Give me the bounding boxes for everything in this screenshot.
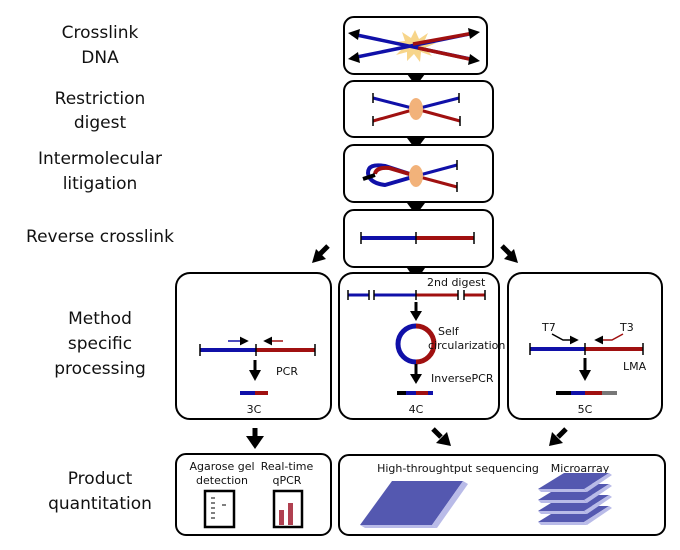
- stage-restriction-line2: digest: [74, 113, 127, 133]
- reverse-crosslink-box: [343, 209, 494, 268]
- method-5c-box: T7 T3 LMA 5C: [507, 272, 663, 420]
- red-strand-b: [412, 31, 475, 46]
- t3-primer-arrow: [594, 333, 624, 345]
- t7-label: T7: [541, 321, 556, 334]
- t7-primer-arrow: [551, 333, 579, 345]
- microarray-stack-icon: [538, 473, 612, 525]
- method-4c-label: 4C: [409, 403, 424, 416]
- protein-blob: [409, 98, 423, 120]
- branch-arrows: [312, 244, 518, 281]
- ligation-box: [343, 144, 494, 203]
- microarray-label: Microarray: [551, 462, 610, 475]
- circularization-label: circularization: [428, 339, 505, 352]
- pcr-label: PCR: [276, 365, 298, 378]
- self-label: Self: [438, 325, 460, 338]
- crosslink-box: [343, 16, 488, 75]
- method-3c-label: 3C: [247, 403, 262, 416]
- stage-restriction-line1: Restriction: [55, 89, 146, 109]
- stage-labels: Crosslink DNA Restriction digest Intermo…: [26, 23, 174, 514]
- stage-ligation-line2: litigation: [63, 174, 138, 194]
- stage-product-line1: Product: [68, 469, 133, 489]
- arrowhead-icon: [348, 52, 360, 63]
- lma-label: LMA: [623, 360, 647, 373]
- method-3c-frame: [175, 272, 332, 420]
- method-5c-label: 5C: [578, 403, 593, 416]
- stage-method-line3: processing: [54, 359, 146, 379]
- stage-crosslink-line1: Crosslink: [62, 23, 139, 43]
- red-strand-a: [417, 46, 475, 62]
- stage-method-line2: specific: [68, 334, 132, 354]
- sequencing-slab-icon: [360, 481, 468, 528]
- agarose-label-1: Agarose gel: [189, 460, 254, 473]
- circle-red-arc: [415, 323, 437, 365]
- arrowhead-icon: [348, 29, 360, 40]
- hts-label: High-throughtput sequencing: [377, 462, 539, 475]
- bar-chart-icon: [272, 489, 304, 529]
- gel-icon: [203, 489, 236, 529]
- method-4c-box: 2nd digest Self circularization InverseP…: [338, 272, 505, 420]
- inverse-pcr-label: InversePCR: [431, 372, 494, 385]
- protein-blob: [409, 165, 423, 187]
- second-digest-label: 2nd digest: [427, 276, 486, 289]
- product-3c-box: Agarose gel detection Real-time qPCR: [175, 453, 332, 536]
- stage-reverse-crosslink: Reverse crosslink: [26, 227, 174, 247]
- method-3c-box: PCR 3C: [175, 272, 332, 420]
- stage-crosslink-line2: DNA: [81, 48, 119, 68]
- arrowhead-icon: [468, 28, 480, 39]
- stage-ligation-line1: Intermolecular: [38, 149, 162, 169]
- method-4c-frame: [338, 272, 500, 420]
- product-arrows: [246, 427, 568, 449]
- arrowhead-icon: [468, 54, 480, 65]
- qpcr-label-2: qPCR: [273, 474, 302, 487]
- qpcr-label-1: Real-time: [261, 460, 314, 473]
- t3-label: T3: [619, 321, 634, 334]
- circle-blue-arc: [395, 323, 417, 365]
- agarose-label-2: detection: [196, 474, 248, 487]
- stage-method-line1: Method: [68, 309, 132, 329]
- restriction-box: [343, 80, 494, 138]
- stage-product-line2: quantitation: [48, 494, 152, 514]
- product-seq-box: High-throughtput sequencing Microarray: [338, 454, 666, 536]
